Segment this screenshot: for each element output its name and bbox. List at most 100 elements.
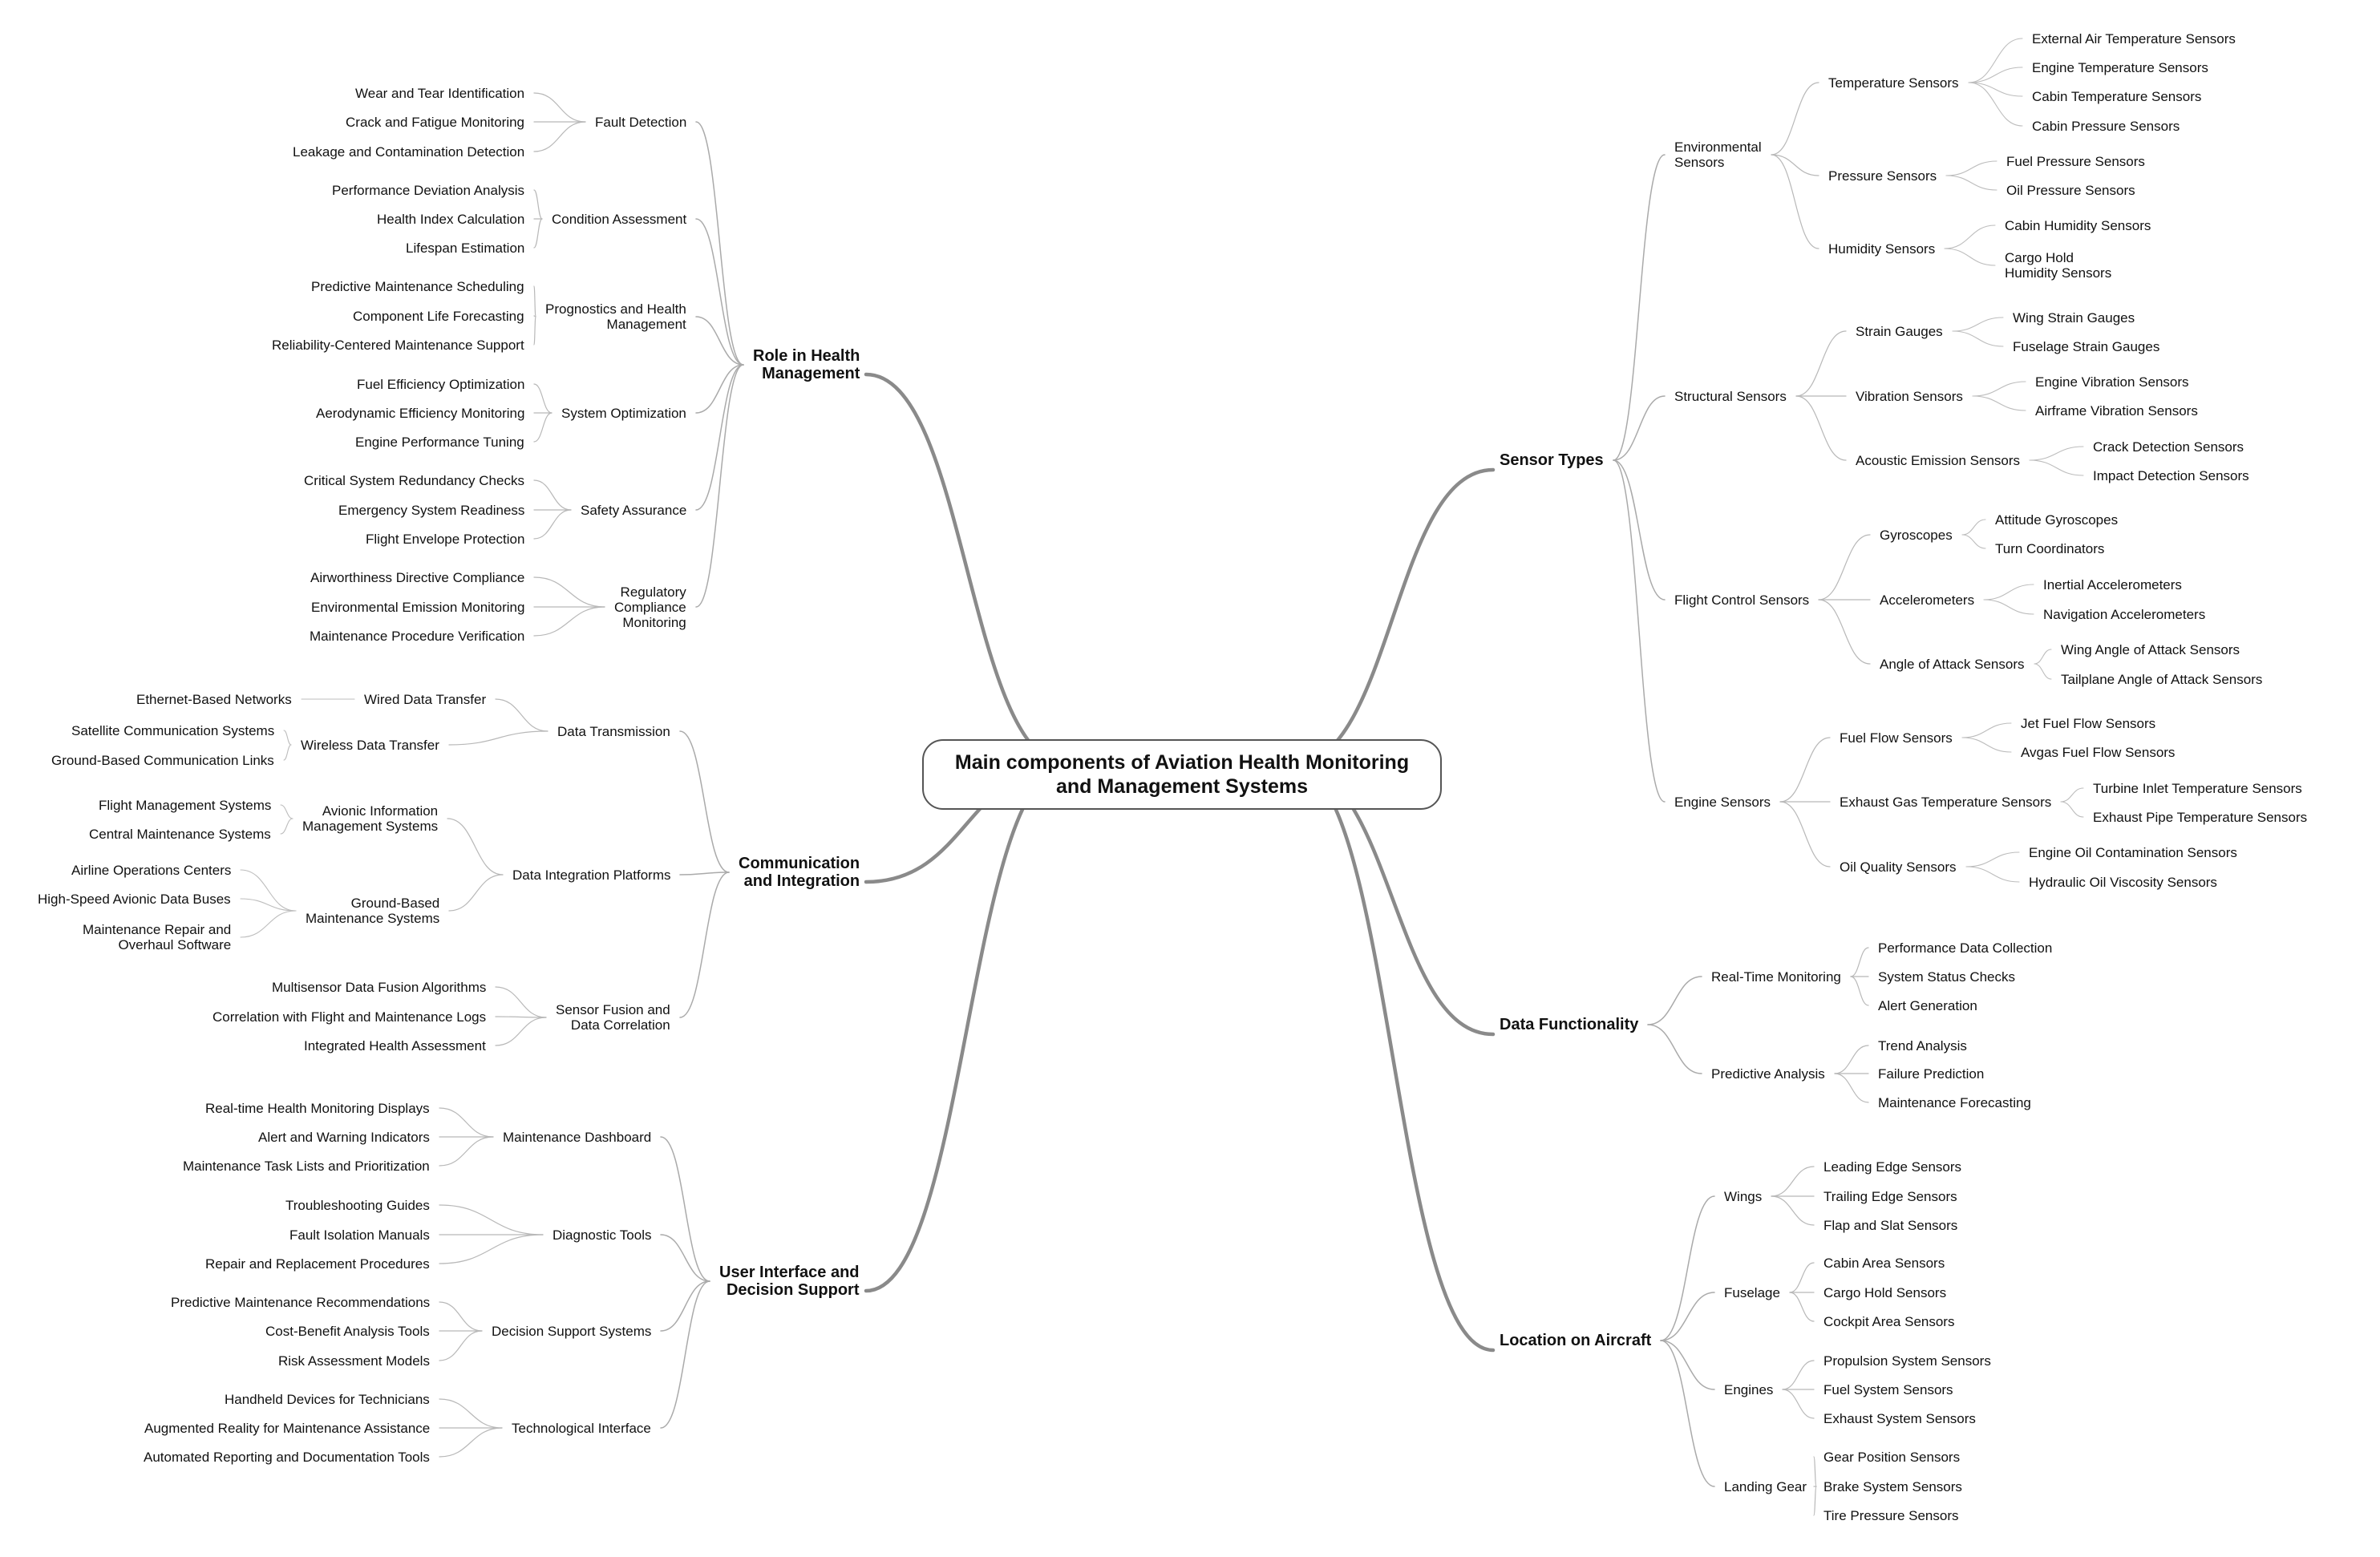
leaf-2-2-2: Risk Assessment Models [278, 1353, 430, 1369]
connector-line [1795, 395, 1847, 461]
leaf-5-1-2: Cockpit Area Sensors [1823, 1313, 1955, 1329]
connector-line [1945, 160, 1998, 176]
topic-0-4-label: Safety Assurance [581, 502, 687, 518]
leaf-5-3-0: Gear Position Sensors [1823, 1449, 1961, 1465]
leaf-2-1-0: Troubleshooting Guides [285, 1197, 430, 1213]
leaf-3-1-1-1: Airframe Vibration Sensors [2035, 402, 2198, 419]
topic-5-3-label: Landing Gear [1724, 1478, 1807, 1494]
topic-0-1-label: Condition Assessment [552, 211, 687, 227]
connector-line [1660, 1292, 1715, 1341]
connector-line [2034, 663, 2052, 680]
connector-line [1818, 534, 1871, 601]
leaf-0-1-0: Performance Deviation Analysis [332, 182, 525, 198]
connector-line [1834, 1073, 1869, 1103]
leaf-5-0-1: Trailing Edge Sensors [1823, 1188, 1957, 1204]
topic-5-0-label: Wings [1724, 1188, 1763, 1204]
subtopic-3-3-2: Oil Quality Sensors [1840, 859, 1957, 875]
connector-line [240, 898, 297, 912]
connector-line [1968, 82, 2023, 97]
leaf-2-3-2: Automated Reporting and Documentation To… [144, 1449, 430, 1465]
leaf-5-2-1: Fuel System Sensors [1823, 1381, 1953, 1397]
connector-line [533, 218, 543, 249]
connector-line [1965, 851, 2020, 867]
subtopic-3-3-0: Fuel Flow Sensors [1840, 730, 1953, 746]
connector-line [1834, 1045, 1869, 1074]
connector-line [495, 986, 547, 1018]
leaf-3-2-2-0: Wing Angle of Attack Sensors [2061, 641, 2240, 657]
topic-0-5-label: Regulatory Compliance Monitoring [614, 584, 686, 630]
connector-line [1795, 330, 1847, 397]
connector-line [1850, 976, 1869, 1006]
connector-line [1983, 599, 2034, 615]
topic-1-2-label: Sensor Fusion and Data Correlation [556, 1002, 670, 1033]
connector-line [1771, 1195, 1815, 1226]
topic-2-1-label: Diagnostic Tools [552, 1227, 652, 1243]
connector-line [447, 818, 504, 876]
topic-1-0-label: Data Transmission [557, 723, 670, 739]
connector-line [679, 872, 730, 876]
connector-line [660, 1234, 710, 1282]
connector-line [533, 189, 543, 220]
topic-2-3-label: Technological Interface [512, 1420, 651, 1436]
leaf-3-0-2-0: Cabin Humidity Sensors [2005, 217, 2151, 233]
leaf-5-3-1: Brake System Sensors [1823, 1478, 1962, 1494]
connector-line [1647, 1024, 1702, 1074]
leaf-1-0-1-1: Ground-Based Communication Links [51, 752, 274, 768]
leaf-5-2-0: Propulsion System Sensors [1823, 1353, 1991, 1369]
subtopic-3-2-1: Accelerometers [1880, 592, 1975, 608]
leaf-0-2-0: Predictive Maintenance Scheduling [311, 278, 524, 294]
connector-line [1290, 467, 1496, 767]
leaf-3-3-0-1: Avgas Fuel Flow Sensors [2021, 744, 2176, 760]
connector-line [1613, 154, 1666, 461]
connector-line [439, 1301, 483, 1332]
connector-line [283, 744, 292, 761]
connector-line [1771, 1166, 1815, 1197]
leaf-2-3-0: Handheld Devices for Technicians [225, 1391, 430, 1407]
leaf-5-0-2: Flap and Slat Sensors [1823, 1217, 1958, 1233]
branch-3-label: Sensor Types [1500, 451, 1604, 469]
topic-5-2-label: Engines [1724, 1381, 1774, 1397]
leaf-0-1-2: Lifespan Estimation [406, 240, 525, 256]
topic-3-0-label: Environmental Sensors [1674, 140, 1762, 171]
connector-line [448, 730, 548, 746]
leaf-3-3-0-0: Jet Fuel Flow Sensors [2021, 715, 2156, 731]
connector-line [1944, 224, 1996, 249]
topic-0-2-label: Prognostics and Health Management [545, 301, 686, 333]
topic-4-1-label: Predictive Analysis [1711, 1066, 1825, 1082]
leaf-3-2-0-0: Attitude Gyroscopes [1995, 512, 2119, 528]
leaf-2-0-1: Alert and Warning Indicators [258, 1129, 430, 1145]
leaf-4-0-2: Alert Generation [1878, 997, 1977, 1013]
branch-2-label: User Interface and Decision Support [719, 1263, 860, 1299]
connector-line [439, 1107, 494, 1138]
connector-line [1771, 154, 1819, 249]
leaf-0-0-1: Crack and Fatigue Monitoring [346, 114, 525, 130]
leaf-2-2-1: Cost-Benefit Analysis Tools [265, 1323, 430, 1339]
connector-line [1965, 866, 2020, 883]
connector-line [679, 872, 730, 1018]
leaf-2-2-0: Predictive Maintenance Recommendations [171, 1294, 431, 1310]
topic-0-3-label: System Optimization [561, 405, 686, 421]
connector-line [1944, 248, 1996, 266]
leaf-0-3-1: Aerodynamic Efficiency Monitoring [316, 405, 525, 421]
connector-line [1972, 395, 2026, 411]
leaf-3-2-2-1: Tailplane Angle of Attack Sensors [2061, 671, 2263, 687]
connector-line [439, 1136, 494, 1167]
connector-line [1961, 722, 2012, 738]
connector-line [1968, 82, 2023, 127]
connector-line [1968, 67, 2023, 83]
leaf-0-3-2: Engine Performance Tuning [355, 434, 524, 450]
connector-line [533, 606, 605, 637]
leaf-5-1-1: Cargo Hold Sensors [1823, 1284, 1947, 1300]
leaf-0-4-1: Emergency System Readiness [338, 502, 525, 518]
connector-line [864, 762, 1071, 1293]
leaf-3-0-2-1: Cargo Hold Humidity Sensors [2005, 250, 2112, 281]
leaf-5-0-0: Leading Edge Sensors [1823, 1159, 1962, 1175]
connector-line [533, 92, 586, 123]
connector-line [695, 316, 744, 366]
topic-2-0-label: Maintenance Dashboard [503, 1129, 652, 1145]
connector-line [1782, 1360, 1815, 1390]
leaf-1-2-1: Correlation with Flight and Maintenance … [212, 1009, 487, 1025]
leaf-3-3-2-0: Engine Oil Contamination Sensors [2029, 844, 2237, 860]
connector-line [679, 730, 730, 873]
